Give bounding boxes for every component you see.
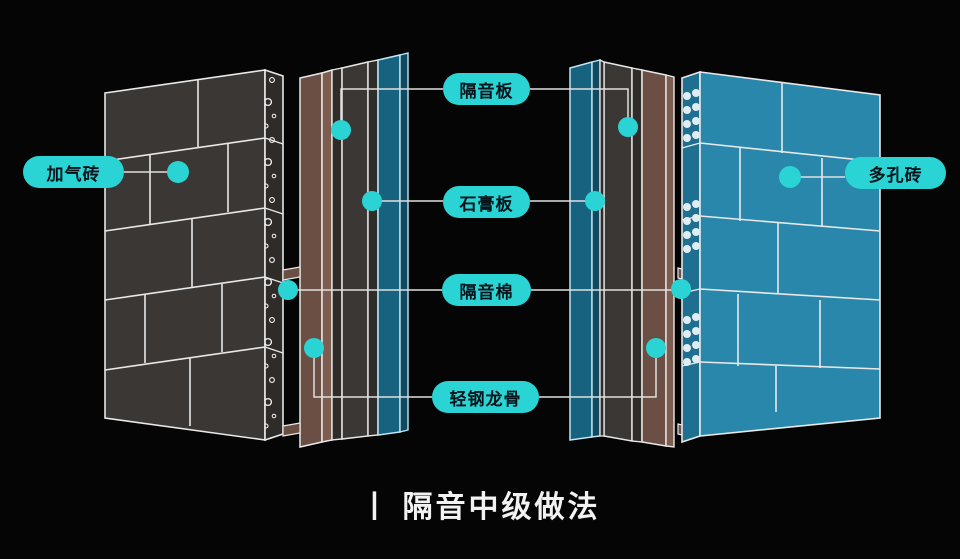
label-sound-cotton-text: 隔音棉 bbox=[459, 282, 514, 302]
left-aerated-brick bbox=[104, 68, 284, 442]
label-gypsum-board[interactable]: 石膏板 bbox=[443, 186, 530, 218]
title-bar-glyph: 丨 bbox=[359, 491, 393, 524]
callout-dots bbox=[167, 117, 801, 358]
dot-cotton-right bbox=[671, 279, 691, 299]
dot-keel-left bbox=[304, 338, 324, 358]
label-steel-keel-text: 轻钢龙骨 bbox=[449, 389, 522, 409]
label-sound-board[interactable]: 隔音板 bbox=[443, 73, 530, 105]
dot-sound-board-right bbox=[618, 117, 638, 137]
right-sound-board-layer bbox=[569, 59, 601, 441]
label-sound-cotton[interactable]: 隔音棉 bbox=[442, 274, 531, 306]
dot-porous-brick bbox=[779, 166, 801, 188]
callout-leader-lines bbox=[124, 88, 845, 398]
dot-keel-right bbox=[646, 338, 666, 358]
right-porous-brick bbox=[681, 70, 881, 444]
label-left-wall[interactable]: 加气砖 bbox=[23, 156, 124, 188]
dot-sound-board-left bbox=[331, 120, 351, 140]
dot-aerated-brick bbox=[167, 161, 189, 183]
page-title: 丨隔音中级做法 bbox=[0, 482, 960, 526]
dot-gypsum-right bbox=[585, 191, 605, 211]
label-sound-board-text: 隔音板 bbox=[459, 81, 514, 101]
title-text: 隔音中级做法 bbox=[402, 491, 601, 524]
label-steel-keel[interactable]: 轻钢龙骨 bbox=[432, 381, 539, 413]
label-left-wall-text: 加气砖 bbox=[46, 164, 101, 184]
dot-gypsum-left bbox=[362, 191, 382, 211]
dot-cotton-left bbox=[278, 280, 298, 300]
label-gypsum-board-text: 石膏板 bbox=[459, 194, 514, 214]
label-right-wall[interactable]: 多孔砖 bbox=[845, 157, 946, 189]
left-sound-board-layer bbox=[377, 52, 409, 436]
left-gypsum-board-layer bbox=[341, 59, 379, 440]
left-wall-assembly bbox=[104, 52, 409, 448]
label-right-wall-text: 多孔砖 bbox=[868, 165, 923, 185]
left-sound-cotton-layer bbox=[282, 68, 333, 448]
right-wall-assembly bbox=[569, 58, 881, 448]
